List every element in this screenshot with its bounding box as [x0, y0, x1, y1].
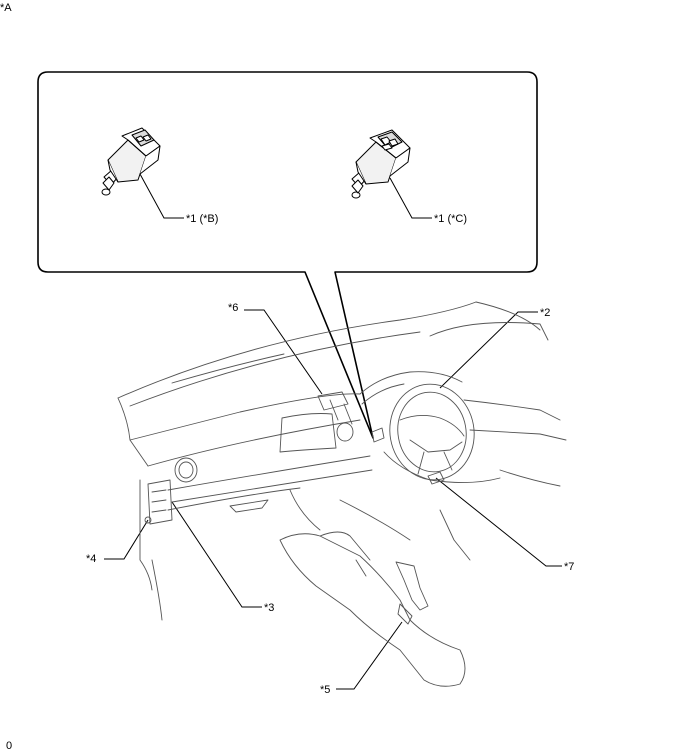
- leader-line-4: [104, 519, 149, 560]
- callout-label-3: *3: [264, 602, 275, 614]
- view-label: *A: [0, 2, 12, 14]
- callout-label-7: *7: [564, 561, 575, 573]
- callout-label-5: *5: [320, 684, 331, 696]
- leader-line-7: [435, 477, 562, 567]
- detail-callout-box: [37, 71, 538, 439]
- leader-line-1b: [139, 173, 184, 219]
- vehicle-dashboard-sketch: [117, 301, 567, 687]
- callout-label-6: *6: [228, 302, 239, 314]
- callout-label-2: *2: [540, 307, 551, 319]
- callout-label-4: *4: [86, 553, 97, 565]
- figure-code: 0: [6, 740, 13, 752]
- leader-line-1c: [389, 177, 432, 219]
- callout-label-1b: *1 (*B): [186, 213, 219, 225]
- leader-line-6: [244, 309, 323, 395]
- leader-line-5: [336, 621, 403, 690]
- stop-light-switch-b-illustration: [101, 127, 161, 196]
- leader-line-2: [439, 311, 538, 389]
- callout-label-1c: *1 (*C): [434, 213, 468, 225]
- leader-lines: [104, 173, 562, 690]
- leader-line-3: [171, 501, 262, 608]
- stop-light-switch-c-illustration: [351, 129, 411, 199]
